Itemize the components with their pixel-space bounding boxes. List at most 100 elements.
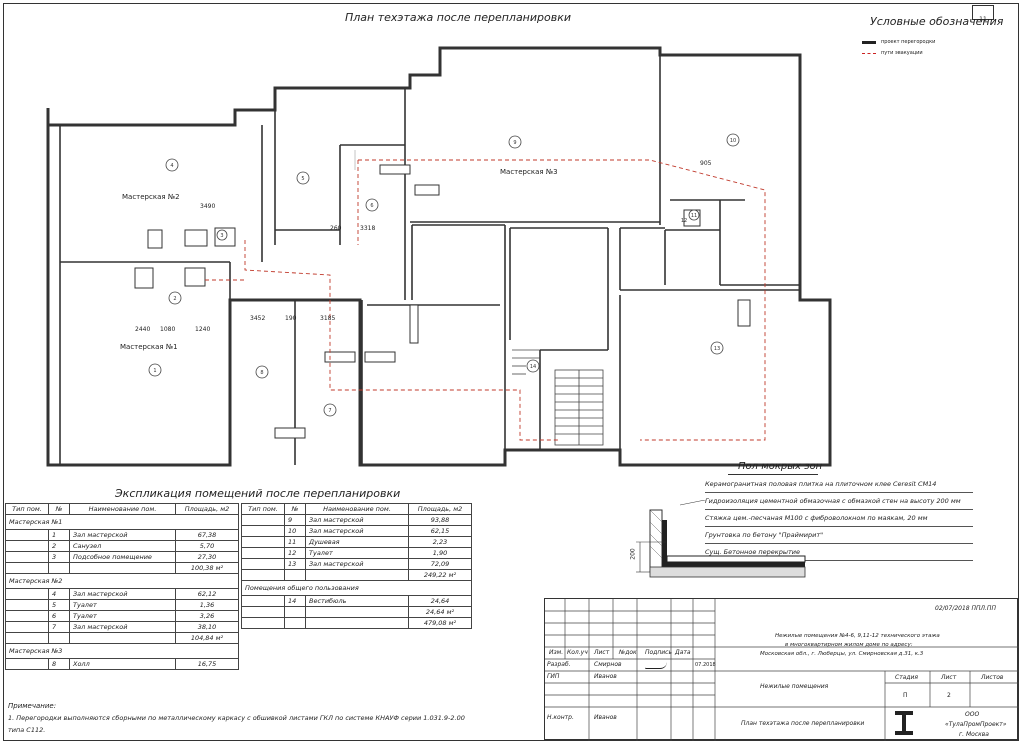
- dim-label: 3185: [320, 315, 336, 322]
- room-marker: 12: [681, 218, 687, 224]
- room-name: Подсобное помещение: [69, 551, 176, 563]
- group-row: Мастерская №2: [5, 573, 239, 589]
- sheet-number: 11: [979, 16, 987, 23]
- group-row: Помещения общего пользования: [241, 580, 472, 596]
- col-area: Площадь, м2: [175, 503, 239, 515]
- dim-label: 3452: [250, 315, 266, 322]
- dim-label: 1080: [160, 326, 176, 333]
- col-label: Лист: [594, 649, 610, 656]
- room-marker: 11: [691, 213, 697, 219]
- sheet-title: План техэтажа после перепланировки: [741, 720, 865, 727]
- dim-label: 3318: [360, 225, 376, 232]
- person-name: Иванов: [594, 714, 617, 721]
- col-label: №док: [619, 649, 637, 656]
- sheet-label: Лист: [941, 674, 957, 681]
- notes-line-2: типа С112.: [8, 726, 46, 734]
- room-area: 67,38: [175, 529, 239, 541]
- layer-5: Сущ. Бетонное перекрытие: [705, 548, 973, 561]
- room-no: 12: [284, 547, 306, 559]
- room-no: 11: [284, 536, 306, 548]
- room-no: 4: [48, 588, 70, 600]
- company-logo-icon: [895, 711, 913, 735]
- notes-line-1: 1. Перегородки выполняются сборными по м…: [8, 714, 465, 722]
- stage-label: Стадия: [895, 674, 919, 681]
- room-marker: 2: [173, 296, 176, 302]
- legend-title: Условные обозначения: [870, 15, 1004, 28]
- role-label: Н.контр.: [547, 714, 574, 721]
- room-name: Зал мастерской: [69, 529, 176, 541]
- subtotal: 24,64 м²: [408, 606, 472, 618]
- person-name: Смирнов: [594, 661, 622, 668]
- workshop1-label: Мастерская №1: [120, 343, 178, 351]
- explication-table-right: Тип пом. № Наименование пом. Площадь, м2…: [241, 503, 472, 629]
- room-no: 10: [284, 525, 306, 537]
- room-no: 8: [48, 658, 70, 670]
- col-name: Наименование пом.: [305, 503, 409, 515]
- col-label: Подпись: [645, 649, 672, 656]
- room-name: Зал мастерской: [305, 525, 409, 537]
- col-label: Дата: [675, 649, 691, 656]
- room-area: 93,88: [408, 514, 472, 526]
- room-no: 14: [284, 595, 306, 607]
- notes-heading: Примечание:: [8, 702, 57, 710]
- room-name: Зал мастерской: [69, 621, 176, 633]
- wet-floor-title-underline: [728, 474, 818, 475]
- room-no: 3: [48, 551, 70, 563]
- col-name: Наименование пом.: [69, 503, 176, 515]
- drawing-frame: [3, 3, 1019, 741]
- workshop2-label: Мастерская №2: [122, 193, 180, 201]
- room-name: Душевая: [305, 536, 409, 548]
- sheet-number-box: 11: [972, 5, 994, 23]
- legend-item-partition: проект перегородки: [881, 39, 936, 45]
- sign-date: 07.2018: [695, 662, 716, 668]
- room-area: 2,23: [408, 536, 472, 548]
- room-area: 5,70: [175, 540, 239, 552]
- layer-3: Стяжка цем.-песчаная М100 с фиброволокно…: [705, 514, 973, 527]
- room-area: 72,09: [408, 558, 472, 570]
- room-marker: 9: [513, 140, 516, 146]
- room-name: Туалет: [305, 547, 409, 559]
- stamp-grid: [545, 599, 1019, 741]
- sheet-value: 2: [947, 692, 951, 699]
- dim-label: 905: [700, 160, 712, 167]
- title-block: 02/07/2018 ППЛ.ПП Нежилые помещения №4-6…: [544, 598, 1019, 741]
- room-no: 2: [48, 540, 70, 552]
- room-no: 9: [284, 514, 306, 526]
- dim-label: 1240: [195, 326, 211, 333]
- col-no: №: [48, 503, 70, 515]
- evac-arrow-icon: [862, 52, 876, 54]
- room-marker: 3: [220, 233, 223, 239]
- room-marker: 8: [260, 370, 263, 376]
- stamp-desc-3: Московская обл., г. Люберцы, ул. Смирнов…: [760, 651, 924, 657]
- room-no: 13: [284, 558, 306, 570]
- stamp-code: 02/07/2018 ППЛ.ПП: [935, 605, 996, 612]
- room-no: 1: [48, 529, 70, 541]
- stamp-desc-1: Нежилые помещения №4-6, 9,11-12 техничес…: [775, 633, 940, 639]
- org-line-1: ООО: [965, 711, 980, 718]
- evacuation-paths: [205, 159, 766, 441]
- room-marker: 7: [328, 408, 331, 414]
- subtotal: 100,38 м²: [175, 562, 239, 574]
- workshop3-label: Мастерская №3: [500, 168, 558, 176]
- stamp-desc-2: в многоквартирном жилом доме по адресу:: [785, 642, 913, 648]
- partition-symbol: [862, 40, 876, 44]
- room-marker: 13: [714, 346, 720, 352]
- legend-item-evacuation: пути эвакуации: [881, 50, 923, 56]
- col-no: №: [284, 503, 306, 515]
- wet-floor-height-dim: 200: [629, 548, 637, 560]
- room-area: 1,36: [175, 599, 239, 611]
- room-area: 16,75: [175, 658, 239, 670]
- wet-floor-section-drawing: [636, 500, 806, 578]
- subtotal: 104,84 м²: [175, 632, 239, 644]
- room-no: 5: [48, 599, 70, 611]
- group-row: Мастерская №3: [5, 643, 239, 659]
- stage-value: П: [903, 692, 908, 699]
- room-area: 62,12: [175, 588, 239, 600]
- col-type: Тип пом.: [5, 503, 49, 515]
- room-marker: 6: [370, 203, 373, 209]
- room-name: Зал мастерской: [305, 558, 409, 570]
- room-name: Зал мастерской: [69, 588, 176, 600]
- col-label: Кол.уч: [567, 649, 588, 656]
- layer-4: Грунтовка по бетону "Праймирит": [705, 531, 973, 544]
